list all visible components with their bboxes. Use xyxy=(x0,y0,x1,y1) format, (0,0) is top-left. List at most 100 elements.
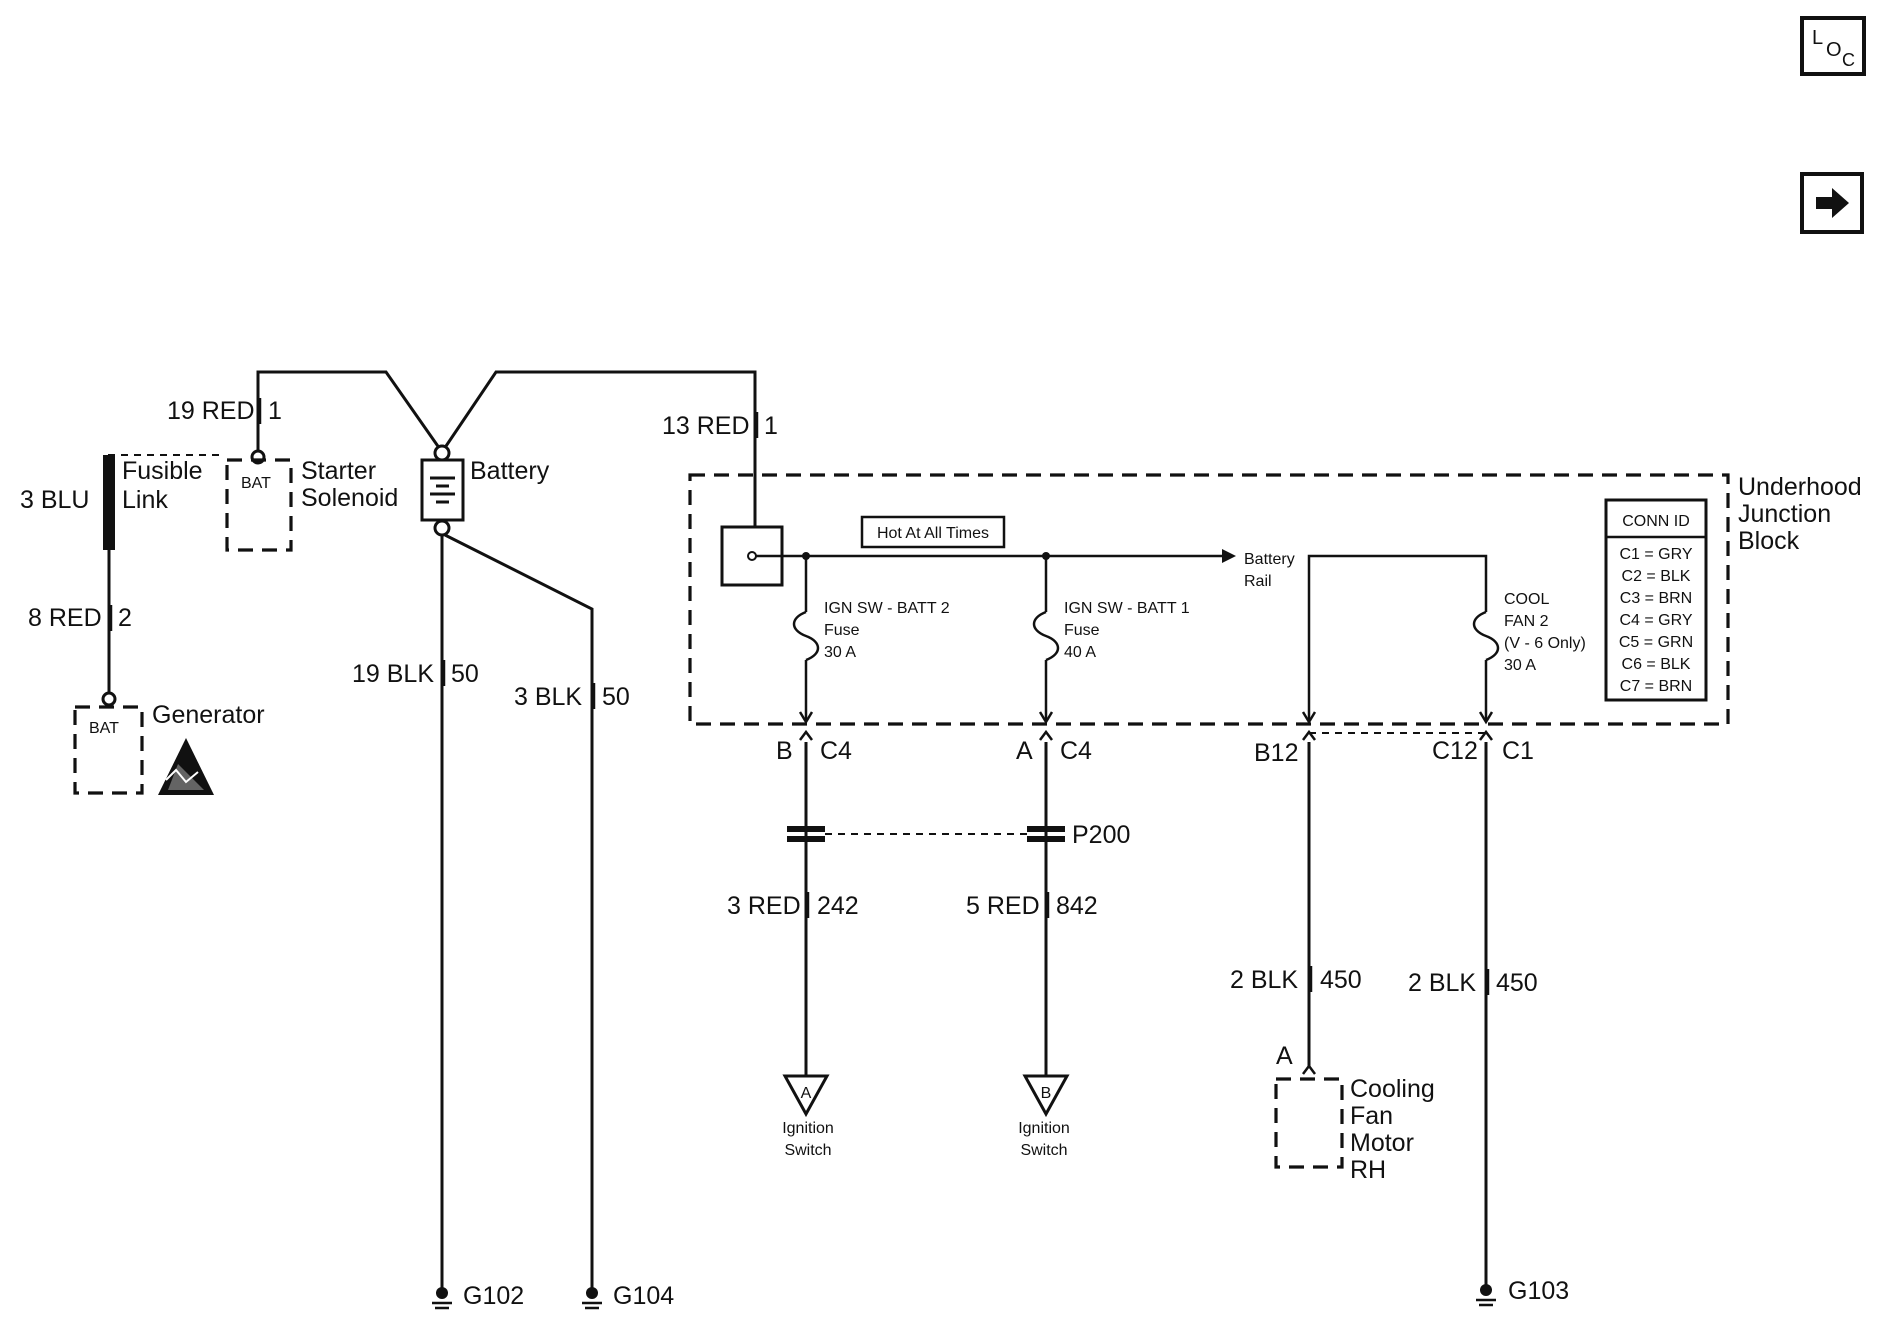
junction-block-boundary xyxy=(688,473,1730,726)
fuse1-label-1: IGN SW - BATT 2 xyxy=(824,600,950,617)
battery-symbol xyxy=(420,458,465,522)
rail-arrow-icon xyxy=(1222,549,1236,563)
ignition-switch-ref-b-icon xyxy=(1022,1074,1070,1118)
wire-13-red-label: 13 RED xyxy=(662,412,750,440)
wire-8-red-label: 8 RED xyxy=(28,604,102,632)
junction-block-title-3: Block xyxy=(1738,527,1800,555)
wire-13-red-circuit: 1 xyxy=(764,412,778,440)
wire-ground-circuit: 450 xyxy=(1496,969,1538,997)
fusible-link xyxy=(103,455,115,550)
conn-id-row: C5 = GRN xyxy=(1619,634,1693,651)
fuse3-label-1: COOL xyxy=(1504,591,1549,608)
ground-g103-icon xyxy=(1476,1284,1496,1307)
wire-ground-label: 2 BLK xyxy=(1408,969,1476,997)
wire-3-blk xyxy=(444,533,594,1290)
wire-13-red xyxy=(440,370,757,557)
fuse2-label-1: IGN SW - BATT 1 xyxy=(1064,600,1190,617)
conn-id-title: CONN ID xyxy=(1622,513,1690,530)
fuse-cool-fan-2 xyxy=(1472,610,1500,725)
battery-label: Battery xyxy=(470,457,550,485)
switch-ref-a-letter: A xyxy=(801,1085,812,1102)
fan-label-3: Motor xyxy=(1350,1129,1414,1157)
fan-pin-label: A xyxy=(1276,1042,1293,1070)
wire-fan-circuit: 450 xyxy=(1320,966,1362,994)
wire-19-red-circuit: 1 xyxy=(268,397,282,425)
wire-3-red-label: 3 RED xyxy=(727,892,801,920)
wire-3-blk-circuit: 50 xyxy=(602,683,630,711)
fan-label-2: Fan xyxy=(1350,1102,1393,1130)
switch-ref-a-label-1: Ignition xyxy=(782,1120,834,1137)
svg-text:L: L xyxy=(1812,27,1823,49)
wire-19-red-label: 19 RED xyxy=(167,397,255,425)
ground-g104-label: G104 xyxy=(613,1282,674,1310)
battery-negative-terminal xyxy=(433,519,451,537)
battery-rail-label-1: Battery xyxy=(1244,551,1295,568)
connector-p200-2 xyxy=(1027,826,1065,842)
conn-id-row: C4 = GRY xyxy=(1619,612,1692,629)
generator-terminal-dot xyxy=(101,691,117,707)
p200-label: P200 xyxy=(1072,821,1130,849)
generator-box xyxy=(73,705,144,795)
ignition-switch-ref-a-icon xyxy=(782,1074,830,1118)
fusible-link-label-2: Link xyxy=(122,486,168,514)
fuse3-label-3: (V - 6 Only) xyxy=(1504,635,1586,652)
fuse1-label-2: Fuse xyxy=(824,622,860,639)
conn4-id: C1 xyxy=(1502,737,1534,765)
wire-3-blu-label: 3 BLU xyxy=(20,486,89,514)
fan-connector-icon xyxy=(1302,1063,1316,1075)
wire-5-red-label: 5 RED xyxy=(966,892,1040,920)
starter-label-1: Starter xyxy=(301,457,376,485)
fan-label-1: Cooling xyxy=(1350,1075,1435,1103)
battery-positive-terminal xyxy=(433,444,451,462)
ground-g104-icon xyxy=(582,1287,602,1310)
ground-g103-label: G103 xyxy=(1508,1277,1569,1305)
junction-block-title-2: Junction xyxy=(1738,500,1831,528)
wire-19-red xyxy=(256,370,444,453)
fusible-link-label-1: Fusible xyxy=(122,457,203,485)
wire-3-blk-label: 3 BLK xyxy=(514,683,582,711)
junction-block-title-1: Underhood xyxy=(1738,473,1862,501)
cooling-fan-motor-box xyxy=(1274,1077,1344,1169)
wire-8-red-circuit: 2 xyxy=(118,604,132,632)
wire-19-blk-label: 19 BLK xyxy=(352,660,434,688)
conn1-pin: B xyxy=(776,737,793,765)
conn-id-row: C3 = BRN xyxy=(1620,590,1692,607)
switch-ref-b-label-1: Ignition xyxy=(1018,1120,1070,1137)
ground-g102-label: G102 xyxy=(463,1282,524,1310)
fuse3-label-4: 30 A xyxy=(1504,657,1536,674)
fuse2-label-3: 40 A xyxy=(1064,644,1096,661)
starter-bat-terminal: BAT xyxy=(241,475,271,492)
loc-icon[interactable]: L O C L O C xyxy=(1800,16,1866,76)
conn-id-row: C6 = BLK xyxy=(1622,656,1691,673)
connector-p200-1 xyxy=(787,826,825,842)
switch-ref-a-label-2: Switch xyxy=(784,1142,831,1159)
switch-ref-b-letter: B xyxy=(1041,1085,1052,1102)
conn1-id: C4 xyxy=(820,737,852,765)
esd-warning-icon xyxy=(158,738,214,795)
svg-text:C: C xyxy=(1842,50,1855,70)
conn-id-table xyxy=(1604,498,1708,702)
generator-label: Generator xyxy=(152,701,265,729)
conn-id-row: C2 = BLK xyxy=(1622,568,1691,585)
starter-solenoid-box xyxy=(225,458,293,552)
fuse3-label-2: FAN 2 xyxy=(1504,613,1549,630)
next-page-arrow-icon[interactable] xyxy=(1800,172,1864,234)
hot-at-all-times-box xyxy=(860,515,1006,549)
switch-ref-b-label-2: Switch xyxy=(1020,1142,1067,1159)
fan-label-4: RH xyxy=(1350,1156,1386,1184)
hot-at-all-times-label: Hot At All Times xyxy=(877,525,989,542)
conn2-id: C4 xyxy=(1060,737,1092,765)
generator-bat-terminal: BAT xyxy=(89,720,119,737)
rail-branch xyxy=(1307,554,1488,720)
wire-3-red-circuit: 242 xyxy=(817,892,859,920)
conn-id-row: C7 = BRN xyxy=(1620,678,1692,695)
fuse1-label-3: 30 A xyxy=(824,644,856,661)
ground-g102-icon xyxy=(432,1287,452,1310)
starter-label-2: Solenoid xyxy=(301,484,398,512)
wire-5-red-circuit: 842 xyxy=(1056,892,1098,920)
wire-19-blk-circuit: 50 xyxy=(451,660,479,688)
wire-fan-label: 2 BLK xyxy=(1230,966,1298,994)
conn3-pin: B12 xyxy=(1254,739,1298,767)
